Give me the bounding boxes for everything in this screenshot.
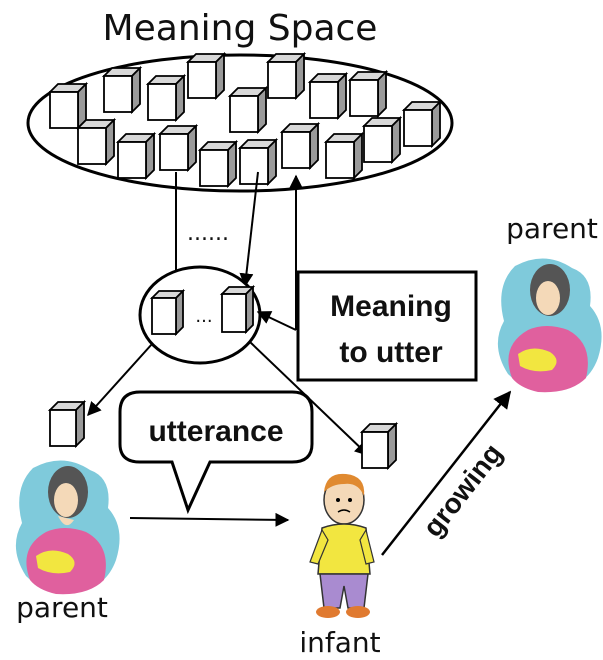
parent-icon bbox=[497, 258, 602, 393]
cube-icon bbox=[149, 288, 186, 337]
cube-icon bbox=[47, 81, 89, 131]
infant-icon bbox=[309, 473, 375, 618]
cube-icon bbox=[237, 137, 279, 187]
cube-icon bbox=[101, 65, 143, 115]
cube-icon bbox=[219, 284, 256, 335]
utterance-label: utterance bbox=[148, 415, 283, 448]
cube-icon bbox=[307, 71, 349, 121]
cube-icon bbox=[347, 69, 389, 119]
arrow-growing bbox=[381, 390, 512, 556]
cube-icon bbox=[323, 131, 365, 181]
meaning-space-title: Meaning Space bbox=[103, 8, 378, 49]
cube-icon bbox=[157, 123, 199, 173]
cube-icon bbox=[279, 121, 321, 171]
speech-bubble-icon bbox=[118, 390, 314, 515]
arrow-parent-to-infant bbox=[129, 512, 290, 527]
parent-icon bbox=[15, 460, 120, 595]
cube-icon bbox=[361, 115, 403, 165]
arrow-space-to-selected-right bbox=[239, 171, 259, 288]
side-cubes bbox=[47, 399, 399, 471]
meaning-to-utter-line1: Meaning bbox=[330, 290, 452, 323]
ellipsis-dots: ...... bbox=[187, 221, 229, 246]
cube-icon bbox=[359, 421, 399, 471]
cube-icon bbox=[47, 399, 87, 449]
infant-label: infant bbox=[299, 626, 380, 659]
selected-ellipsis: ... bbox=[195, 306, 212, 327]
meaning-to-utter-line2: to utter bbox=[339, 336, 443, 369]
selected-meanings-cubes bbox=[149, 284, 256, 337]
meaning-space-cubes bbox=[47, 51, 443, 189]
cube-icon bbox=[197, 139, 239, 189]
parent-right-label: parent bbox=[506, 212, 598, 245]
cube-icon bbox=[75, 117, 117, 167]
arrow-to-parent-cube bbox=[87, 343, 153, 417]
cube-icon bbox=[227, 85, 269, 135]
parent-left-label: parent bbox=[16, 591, 108, 624]
cube-icon bbox=[401, 99, 443, 149]
meaning-to-utter-box bbox=[296, 270, 478, 382]
cube-icon bbox=[115, 131, 157, 181]
cube-icon bbox=[265, 51, 307, 101]
cube-icon bbox=[145, 73, 187, 123]
cube-icon bbox=[185, 51, 227, 101]
arrow-box-to-selected bbox=[256, 311, 297, 331]
